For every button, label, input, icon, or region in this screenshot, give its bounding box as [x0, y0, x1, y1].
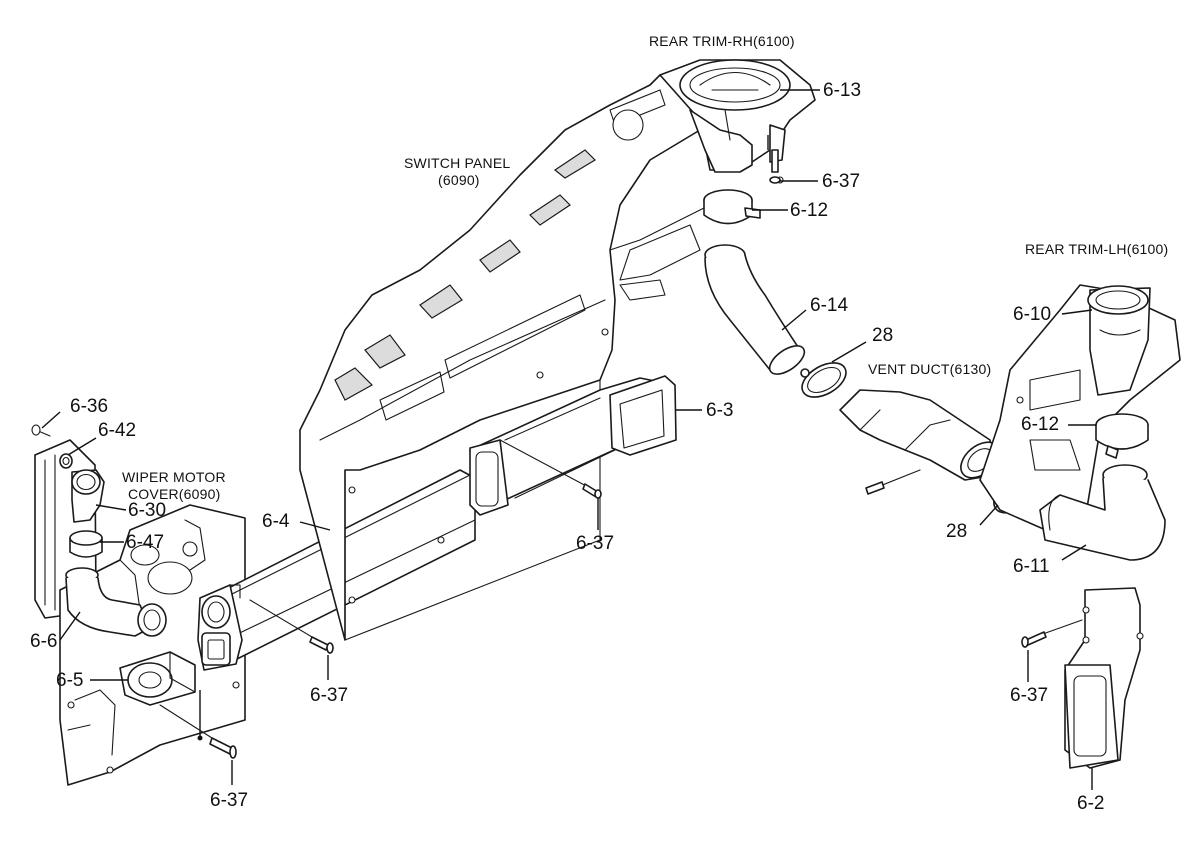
callout-6-11: 6-11: [1013, 556, 1050, 577]
callout-6-37-mid: 6-37: [576, 533, 615, 554]
callout-6-12-right: 6-12: [1021, 414, 1060, 435]
callout-6-37-lowmid: 6-37: [310, 685, 349, 706]
callout-6-6: 6-6: [30, 631, 58, 652]
hose-6-6: [65, 567, 167, 637]
duct-6-3: [469, 375, 677, 516]
washer-6-42: [59, 453, 73, 469]
callout-6-2: 6-2: [1077, 793, 1105, 814]
rear-trim-lh: [979, 284, 1181, 546]
clamp-28-top: [800, 362, 847, 398]
bracket-6-5: [119, 651, 196, 706]
callout-6-37-bottom: 6-37: [210, 790, 249, 811]
screw-6-37-right: [1021, 619, 1083, 648]
hose-6-14: [704, 244, 806, 375]
rear-trim-rh: [659, 59, 816, 184]
clamp-6-12-top: [703, 189, 761, 225]
callout-6-47: 6-47: [126, 532, 165, 553]
elbow-6-11: [1039, 464, 1166, 561]
callout-6-37-top: 6-37: [822, 171, 861, 192]
switch-panel: [299, 69, 721, 641]
callout-6-42: 6-42: [98, 420, 137, 441]
callout-6-4: 6-4: [262, 511, 290, 532]
callout-28-right: 28: [946, 521, 968, 542]
callout-6-10: 6-10: [1013, 304, 1052, 325]
wiper-motor-title: WIPER MOTOR: [122, 469, 226, 485]
leader-lines: [41, 89, 1096, 790]
callout-6-14: 6-14: [810, 295, 849, 316]
callout-6-5: 6-5: [56, 670, 84, 691]
clamp-6-12-right: [1095, 413, 1149, 459]
screw-6-37-lowmid: [249, 599, 334, 654]
callout-6-12-top: 6-12: [790, 200, 829, 221]
screw-6-37-top: [769, 149, 781, 184]
screw-6-37-bottom: [159, 704, 237, 759]
vent-duct-title: VENT DUCT(6130): [868, 361, 992, 377]
switch-panel-title: SWITCH PANEL: [404, 155, 511, 171]
ring-6-47: [69, 530, 103, 558]
callout-6-30: 6-30: [128, 500, 167, 521]
duct-6-2: [1064, 587, 1144, 769]
callout-6-36: 6-36: [70, 396, 109, 417]
screw-6-37-mid: [499, 439, 602, 499]
switch-panel-code: (6090): [438, 172, 480, 188]
vent-duct: [839, 389, 1000, 495]
screw-6-36: [31, 424, 51, 437]
elbow-6-30: [71, 469, 105, 523]
rear-trim-lh-title: REAR TRIM-LH(6100): [1025, 241, 1169, 257]
callout-6-37-right: 6-37: [1010, 685, 1049, 706]
callout-6-13: 6-13: [823, 80, 862, 101]
wiper-motor-cover-title: COVER(6090): [128, 486, 221, 502]
callout-28-top: 28: [872, 325, 894, 346]
rear-trim-rh-title: REAR TRIM-RH(6100): [649, 33, 795, 49]
callout-6-3: 6-3: [706, 400, 734, 421]
